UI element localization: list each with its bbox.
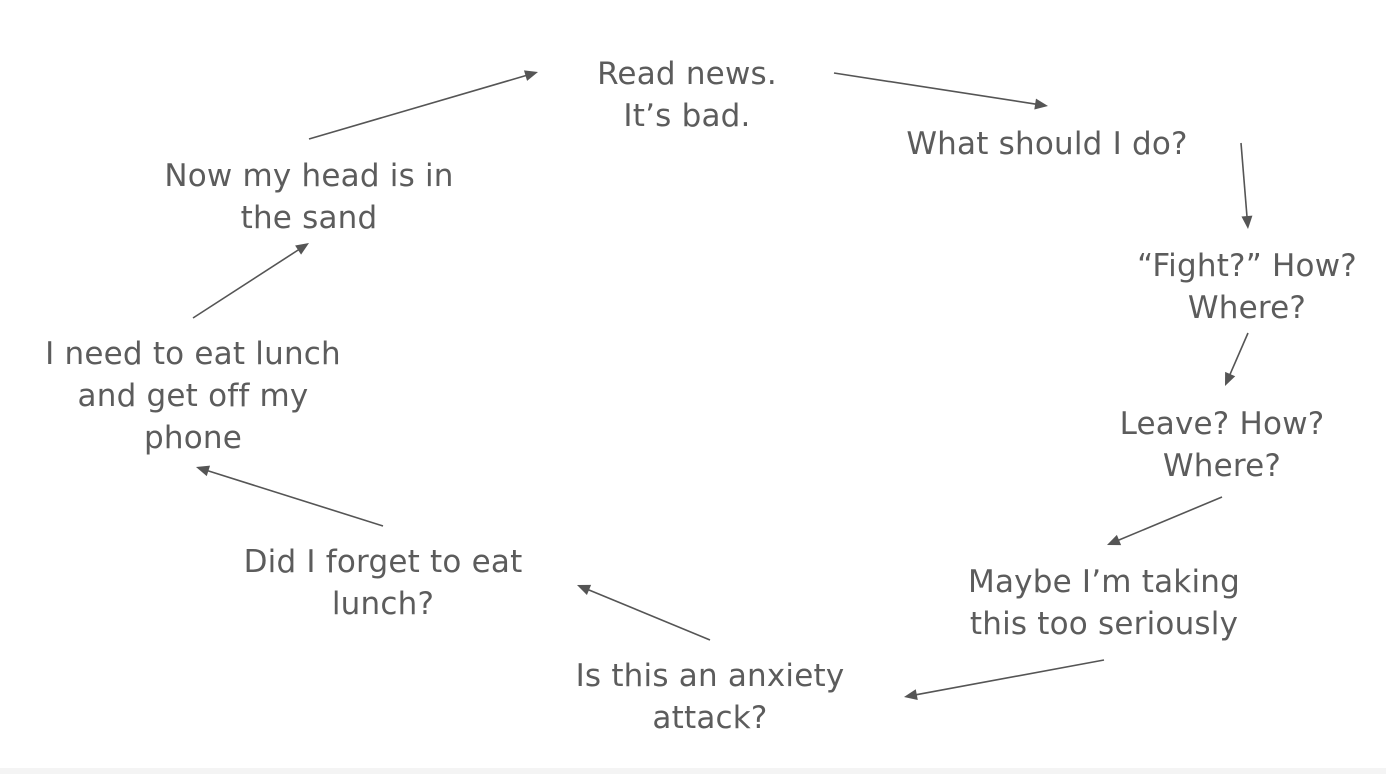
arrow-shaft <box>1117 496 1223 542</box>
node-text-line: Now my head is in <box>164 158 454 194</box>
node-text-line: Maybe I’m taking <box>968 564 1240 600</box>
node-fight: “Fight?” How? Where? <box>1137 245 1357 329</box>
node-read-news: Read news. It’s bad. <box>597 53 777 137</box>
arrow-shaft <box>1240 142 1248 218</box>
node-text-line: this too seriously <box>969 606 1239 642</box>
node-text-line: Did I forget to eat <box>243 544 523 580</box>
arrowhead-icon <box>1225 371 1236 386</box>
arrow-edge <box>1107 496 1223 546</box>
arrow-edge <box>577 584 711 641</box>
node-text-line: and get off my <box>77 378 309 414</box>
arrow-edge <box>308 70 538 140</box>
arrow-shaft <box>833 72 1037 105</box>
arrow-edge <box>833 72 1048 110</box>
node-text-line: lunch? <box>331 586 435 622</box>
arrowhead-icon <box>523 70 538 81</box>
node-text-line: Where? <box>1162 448 1282 484</box>
node-text-line: Where? <box>1187 290 1307 326</box>
node-leave: Leave? How? Where? <box>1120 403 1325 487</box>
arrow-shaft <box>587 588 711 641</box>
arrow-shaft <box>192 248 300 319</box>
node-text-line: “Fight?” How? <box>1137 248 1357 284</box>
node-text-line: attack? <box>652 700 768 736</box>
bottom-edge-strip <box>0 768 1386 774</box>
node-head-sand: Now my head is in the sand <box>164 155 453 239</box>
arrow-edge <box>904 659 1105 701</box>
node-text-line: Read news. <box>597 56 777 92</box>
arrowhead-icon <box>1107 534 1122 546</box>
node-text-line: Leave? How? <box>1119 406 1325 442</box>
arrow-shaft <box>1229 332 1249 376</box>
arrow-shaft <box>915 659 1105 696</box>
arrowhead-icon <box>196 465 211 477</box>
node-what-should-i-do: What should I do? <box>906 123 1187 165</box>
node-text-line: Is this an anxiety <box>575 658 845 694</box>
arrow-edge <box>192 243 309 319</box>
node-forgot-lunch: Did I forget to eat lunch? <box>244 541 523 625</box>
arrowhead-icon <box>904 689 918 701</box>
node-anxiety: Is this an anxiety attack? <box>576 655 845 739</box>
arrow-edge <box>1225 332 1249 386</box>
node-maybe: Maybe I’m taking this too seriously <box>968 561 1240 645</box>
node-text-line: phone <box>143 420 242 456</box>
arrowhead-icon <box>1034 98 1048 110</box>
arrow-edge <box>1240 142 1253 229</box>
node-text-line: What should I do? <box>906 126 1188 162</box>
arrow-shaft <box>308 74 527 140</box>
arrow-edge <box>196 465 384 527</box>
node-text-line: I need to eat lunch <box>45 336 341 372</box>
arrowhead-icon <box>1241 215 1253 229</box>
arrow-shaft <box>207 469 384 527</box>
arrowhead-icon <box>577 584 592 596</box>
node-text-line: It’s bad. <box>623 98 751 134</box>
node-text-line: the sand <box>240 200 378 236</box>
node-eat-lunch: I need to eat lunch and get off my phone <box>45 333 341 459</box>
arrowhead-icon <box>295 243 309 255</box>
